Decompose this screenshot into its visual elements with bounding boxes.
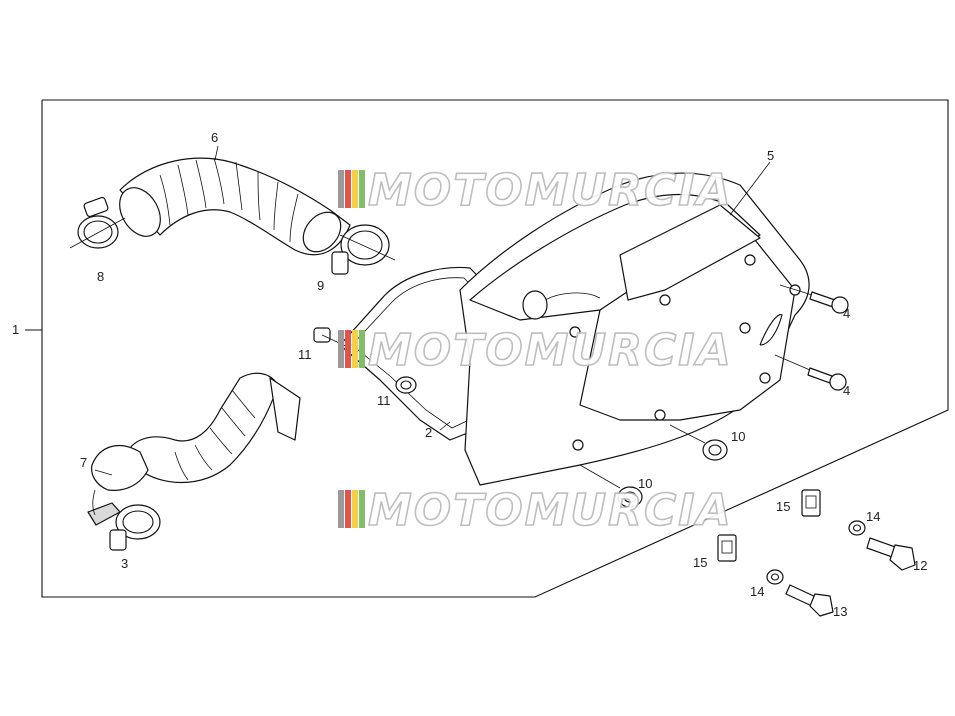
part-label-6: 6 [211,130,218,145]
part-label-7: 7 [80,455,87,470]
part-label-4a: 4 [843,306,850,321]
washer-14b [766,569,784,585]
air-filter-housing [459,172,810,486]
watermark-text: MOTOMURCIA [368,165,733,216]
watermark-middle: MOTOMURCIA [338,324,733,377]
leader-lines [94,145,771,476]
clip-15a [801,489,821,517]
watermark-bottom: MOTOMURCIA [338,484,733,537]
watermark-top: MOTOMURCIA [338,164,733,217]
clip-15b [717,534,737,562]
part-label-5: 5 [767,148,774,163]
part-label-15b: 15 [693,555,707,570]
bolt-12 [866,537,916,571]
washer-14a [848,520,866,536]
watermark-text: MOTOMURCIA [368,325,733,376]
part-label-14b: 14 [750,584,764,599]
watermark-text: MOTOMURCIA [368,485,733,536]
part-label-13: 13 [833,604,847,619]
part-label-8: 8 [97,269,104,284]
part-label-14a: 14 [866,509,880,524]
grommet-10b [579,464,643,508]
intake-hose-upper [119,157,351,256]
part-label-4b: 4 [843,383,850,398]
part-label-15a: 15 [776,499,790,514]
part-label-10a: 10 [731,429,745,444]
part-label-11b: 11 [377,393,391,408]
hose-clamp-3 [109,504,161,551]
part-label-9: 9 [317,278,324,293]
screw-4b [774,354,847,391]
part-label-1: 1 [12,322,19,337]
part-label-12: 12 [913,558,927,573]
grommet-10a [669,424,728,461]
part-labels: 1 2 3 4 4 5 6 7 8 9 10 10 11 11 12 13 14… [12,130,927,619]
grommet-11a [313,327,351,349]
bolt-13 [785,584,834,617]
grommet-11b [395,376,417,394]
part-label-11a: 11 [298,347,312,362]
hose-clamp-9 [331,224,396,275]
part-label-3: 3 [121,556,128,571]
part-label-10b: 10 [638,476,652,491]
hose-clamp-8 [69,196,126,249]
intake-hose-lower [87,372,301,526]
screw-4a [779,284,849,314]
assembly-frame [25,99,949,598]
part-label-2: 2 [425,425,432,440]
